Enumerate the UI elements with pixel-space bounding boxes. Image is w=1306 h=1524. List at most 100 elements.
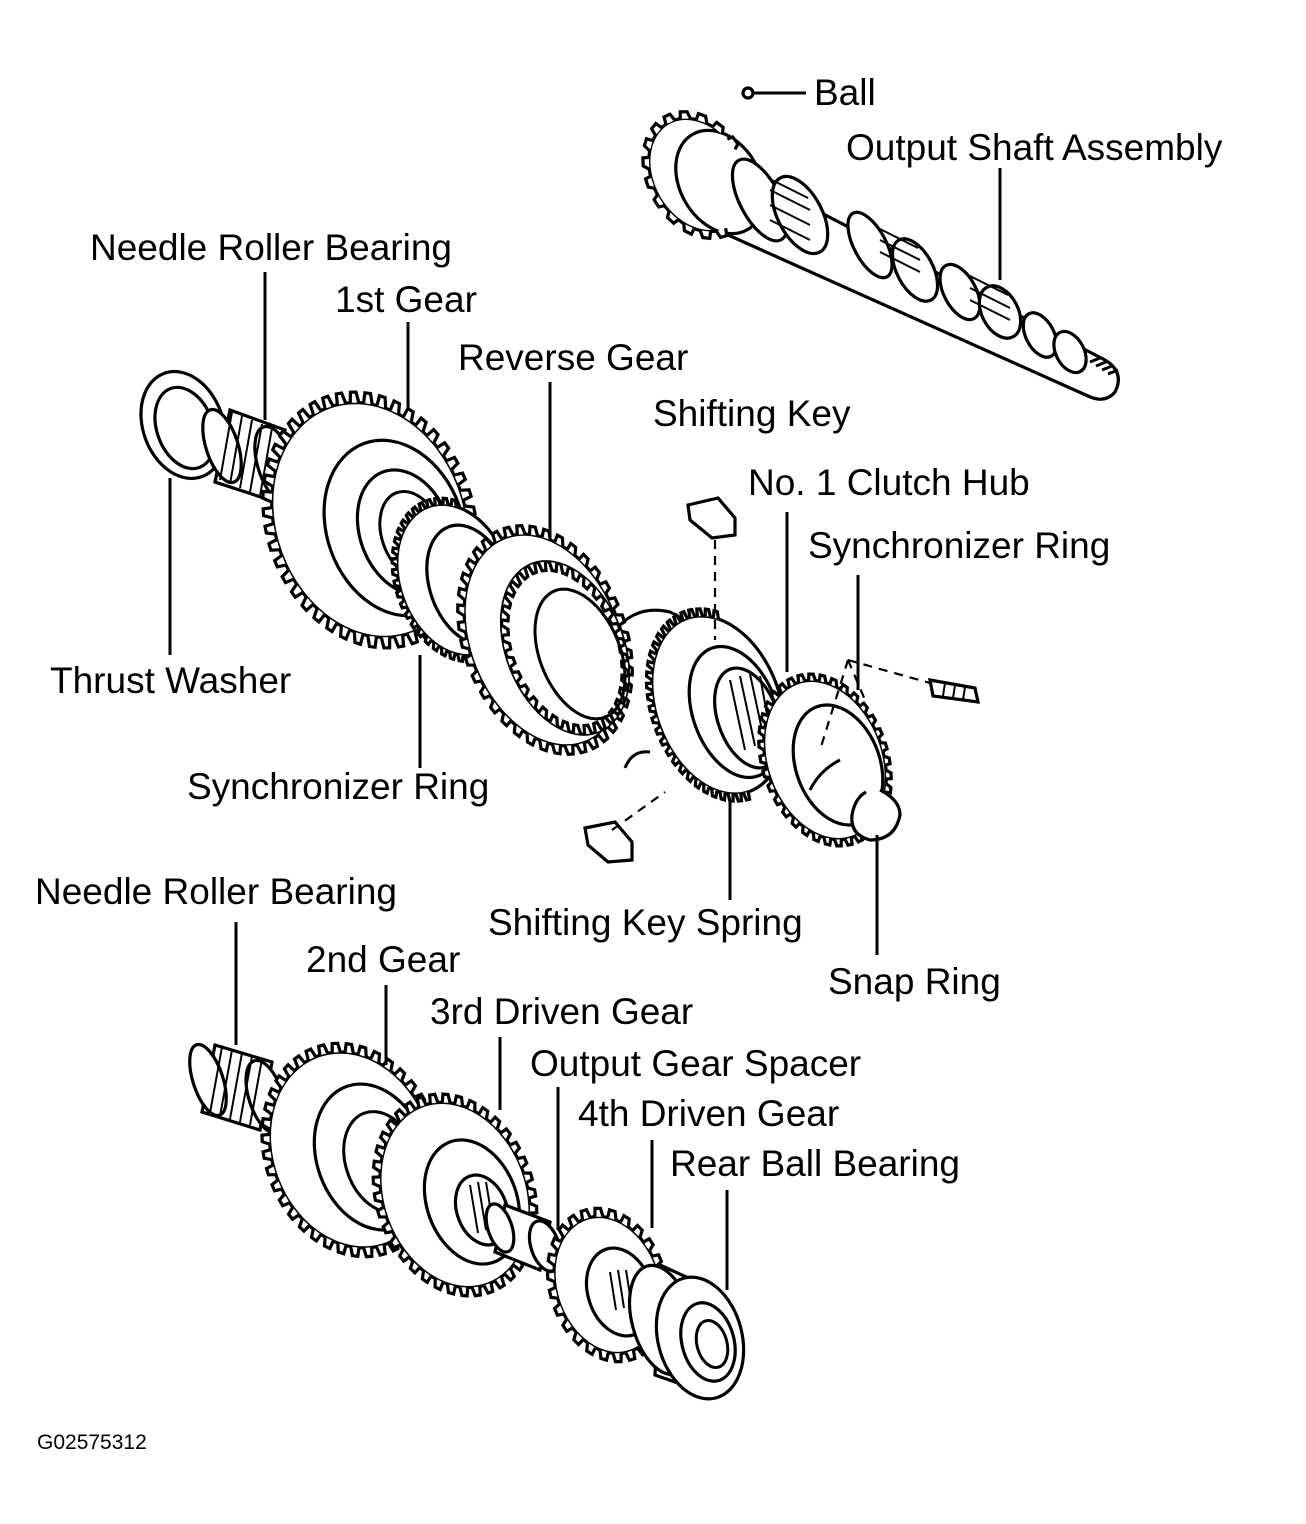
gear-tooth xyxy=(552,1302,565,1318)
gear-tooth xyxy=(664,745,674,758)
gear-tooth xyxy=(849,690,860,703)
gear-tooth xyxy=(571,722,583,735)
gear-tooth xyxy=(409,619,419,631)
gear-tooth xyxy=(336,1242,348,1256)
gear-tooth xyxy=(397,1248,411,1264)
gear-tooth xyxy=(343,1041,355,1054)
gear-tooth xyxy=(463,653,475,667)
gear-tooth xyxy=(703,607,712,618)
gear-tooth xyxy=(432,496,442,506)
gear-tooth xyxy=(586,737,600,751)
label-thrust-washer: Thrust Washer xyxy=(50,660,292,701)
gear-tooth xyxy=(796,672,807,683)
gear-tooth xyxy=(388,398,402,415)
gear-tooth xyxy=(352,631,365,647)
gear-tooth xyxy=(427,1092,440,1104)
gear-tooth xyxy=(785,676,797,687)
gear-tooth xyxy=(537,704,549,719)
gear-tooth xyxy=(598,1349,610,1363)
gear-tooth xyxy=(647,648,657,662)
label-needle-roller-bearing-top: Needle Roller Bearing xyxy=(90,227,452,268)
gear-tooth xyxy=(665,617,676,630)
gear-tooth xyxy=(698,229,713,241)
gear-tooth xyxy=(270,442,285,459)
gear-tooth xyxy=(811,832,822,844)
gear-tooth xyxy=(608,596,620,611)
gear-tooth xyxy=(489,1114,502,1130)
gear-tooth xyxy=(510,574,523,590)
gear-tooth xyxy=(445,1283,457,1296)
gear-tooth xyxy=(308,399,323,416)
label-synchronizer-ring-left: Synchronizer Ring xyxy=(187,766,490,807)
gear-tooth xyxy=(550,1236,562,1252)
gear-tooth xyxy=(553,532,565,547)
gear-tooth xyxy=(415,1094,428,1108)
gear-tooth xyxy=(527,694,539,709)
gear-tooth xyxy=(790,817,801,830)
gear-tooth xyxy=(263,522,276,536)
gear-tooth xyxy=(678,110,692,120)
label-output-gear-spacer: Output Gear Spacer xyxy=(530,1043,862,1084)
gear-tooth xyxy=(385,1117,398,1133)
gear-tooth xyxy=(763,699,774,713)
shifting-key-drawing-bottom xyxy=(583,820,634,864)
gear-tooth xyxy=(503,1267,517,1283)
gear-tooth xyxy=(506,655,517,669)
gear-tooth xyxy=(403,1099,417,1114)
gear-tooth xyxy=(726,793,735,803)
gear-tooth xyxy=(266,538,280,552)
gear-tooth xyxy=(654,630,665,644)
gear-tooth xyxy=(515,524,527,535)
gear-tooth xyxy=(645,659,655,671)
gear-tooth xyxy=(652,193,665,209)
output-shaft-drawing xyxy=(641,86,1120,401)
gear-tooth xyxy=(561,1318,574,1334)
gear-tooth xyxy=(403,609,413,621)
gear-tooth xyxy=(265,456,279,473)
gear-tooth xyxy=(410,504,420,516)
label-ball: Ball xyxy=(814,72,876,113)
gear-tooth xyxy=(482,1282,495,1296)
gear-tooth xyxy=(272,554,287,569)
gear-tooth xyxy=(445,455,460,471)
gear-tooth xyxy=(685,771,695,784)
gear-tooth xyxy=(694,111,709,124)
gear-tooth xyxy=(262,473,275,488)
gear-tooth xyxy=(369,1049,382,1064)
gear-tooth xyxy=(885,768,893,781)
gear-tooth xyxy=(478,685,491,701)
gear-tooth xyxy=(456,654,465,664)
gear-tooth xyxy=(502,525,515,538)
gear-tooth xyxy=(420,1270,433,1285)
gear-tooth xyxy=(702,784,711,796)
label-third-driven-gear: 3rd Driven Gear xyxy=(430,991,694,1032)
gear-tooth xyxy=(289,583,304,600)
gear-tooth xyxy=(262,1101,275,1116)
gear-tooth xyxy=(817,673,828,684)
gear-tooth xyxy=(565,541,578,556)
gear-tooth xyxy=(273,1073,287,1089)
gear-tooth xyxy=(500,623,511,637)
gear-tooth xyxy=(589,564,602,580)
gear-tooth xyxy=(440,1092,452,1104)
gear-tooth xyxy=(433,1278,445,1292)
gear-tooth xyxy=(395,526,405,538)
gear-tooth xyxy=(527,1186,538,1200)
shifting-key-drawing-right xyxy=(928,678,981,704)
gear-tooth xyxy=(546,1252,557,1267)
gear-tooth xyxy=(718,791,727,802)
gear-tooth xyxy=(547,561,559,574)
gear-tooth xyxy=(292,1053,306,1069)
gear-tooth xyxy=(833,838,843,848)
gear-tooth xyxy=(477,1105,490,1120)
gear-tooth xyxy=(582,723,594,735)
gear-tooth xyxy=(372,1190,383,1204)
gear-tooth xyxy=(607,612,618,626)
gear-tooth xyxy=(757,725,766,738)
gear-tooth xyxy=(459,570,471,587)
fourth-driven-gear-drawing xyxy=(545,1206,671,1364)
gear-tooth xyxy=(390,557,398,567)
gear-tooth xyxy=(296,407,311,424)
gear-tooth xyxy=(606,719,619,735)
label-second-gear: 2nd Gear xyxy=(306,939,461,980)
